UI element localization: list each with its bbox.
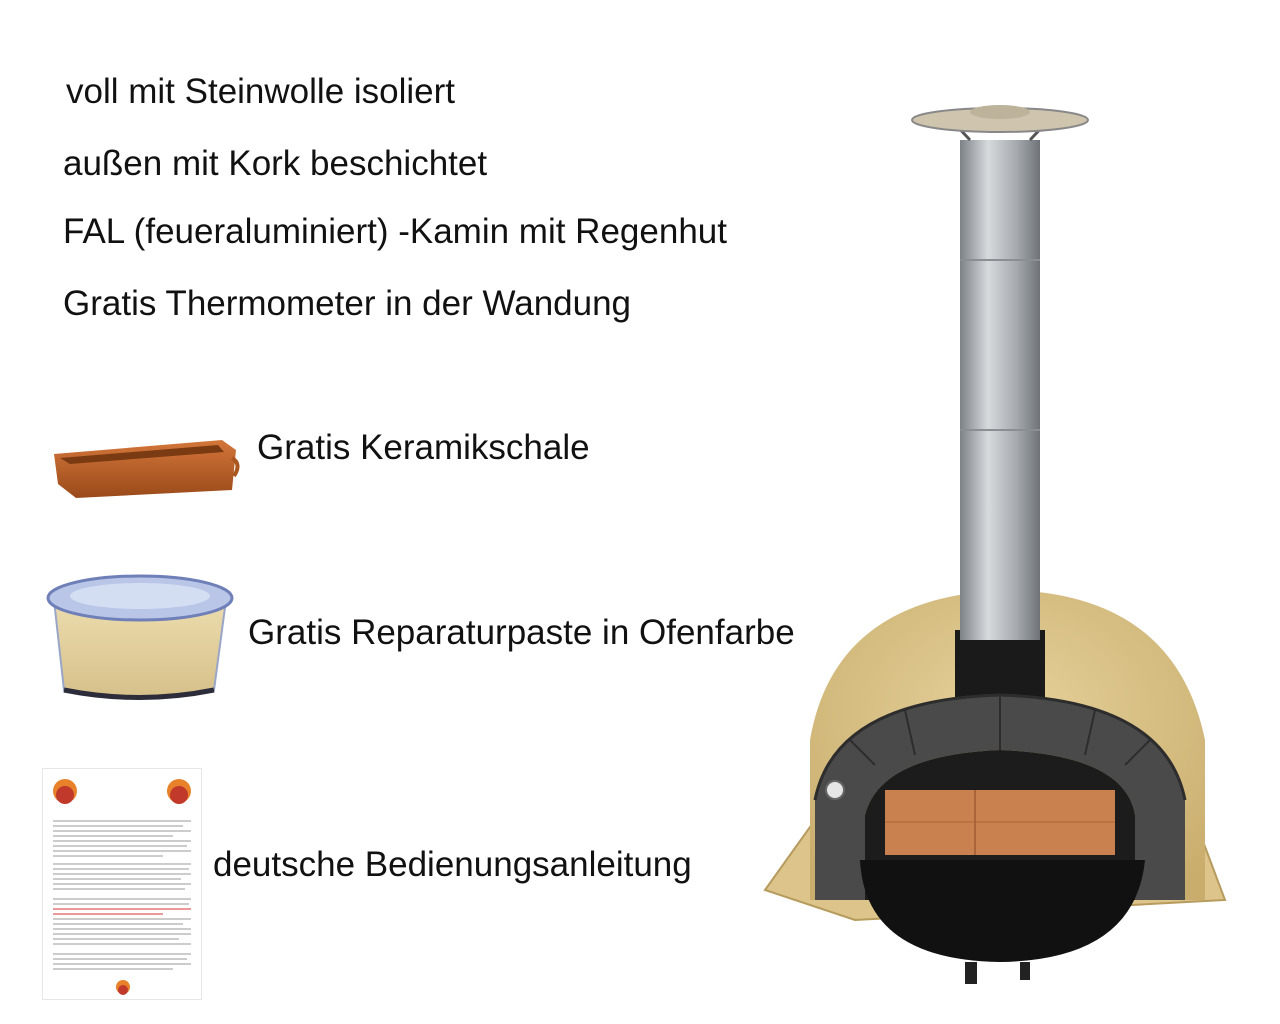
gift-manual-label: deutsche Bedienungsanleitung [213,845,692,884]
feature-cork: außen mit Kork beschichtet [63,144,488,183]
feature-insulation: voll mit Steinwolle isoliert [66,72,456,111]
paste-tub-icon [46,574,234,700]
pizza-oven-image [763,105,1227,984]
manual-document-icon [42,768,202,1000]
gift-bowl-label: Gratis Keramikschale [257,428,590,467]
feature-thermometer: Gratis Thermometer in der Wandung [63,284,632,323]
ceramic-bowl-icon [54,440,240,498]
feature-chimney: FAL (feueraluminiert) -Kamin mit Regenhu… [63,212,727,251]
gift-paste-label: Gratis Reparaturpaste in Ofenfarbe [248,613,795,652]
